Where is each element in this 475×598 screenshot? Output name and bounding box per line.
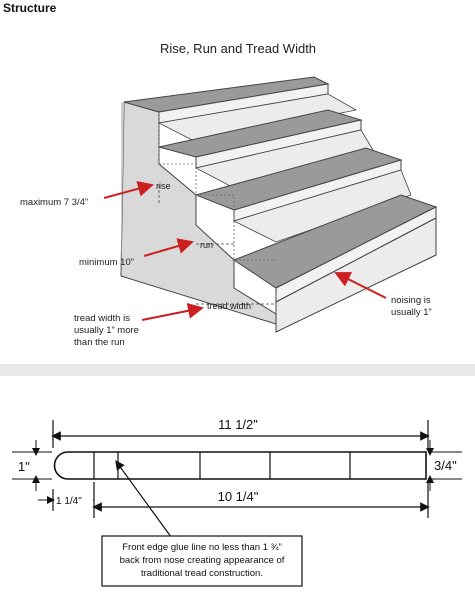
label-nose-offset: 1 1/4" [56, 496, 82, 507]
glue-line-note-box [101, 535, 303, 587]
stairs-diagram-panel: Rise, Run and Tread Width rise run tread… [6, 20, 469, 364]
glue-line-pointer [115, 460, 175, 542]
glue-note-line-2: back from nose creating appearance of [120, 555, 285, 566]
label-run-width: 10 1/4" [218, 489, 259, 504]
note-tread-width-2: usually 1” more [74, 325, 139, 336]
label-overall-width: 11 1/2" [218, 417, 258, 432]
note-nosing-1: noising is [391, 295, 431, 306]
label-tread-width: tread width [207, 301, 251, 311]
riser-4 [275, 217, 437, 333]
note-min-run: minimum 10” [79, 257, 134, 268]
note-nosing-2: usually 1” [391, 307, 432, 318]
arrow-tread-width [141, 302, 204, 321]
section-title: Structure [3, 1, 57, 15]
note-max-rise: maximum 7 3/4” [20, 197, 88, 208]
label-right-thickness: 3/4" [434, 458, 457, 473]
diagram-title: Rise, Run and Tread Width [160, 41, 316, 56]
note-tread-width-1: tread width is [74, 313, 130, 324]
label-run: run [200, 240, 213, 250]
section-header: Structure [0, 0, 475, 18]
arrow-nosing [334, 272, 387, 299]
stairs-diagram: Rise, Run and Tread Width rise run tread… [20, 41, 438, 348]
label-left-thickness: 1" [18, 459, 30, 474]
riser-1 [157, 93, 358, 143]
arrow-run [143, 238, 194, 257]
panel-divider [0, 364, 475, 376]
riser-3 [232, 169, 412, 243]
glue-note-line-3: traditional tread construction. [141, 568, 263, 579]
tread-profile-diagram: 11 1/2" 1" 3/4" 1 1/4" 10 1/4" [12, 417, 462, 587]
glue-note-line-1: Front edge glue line no less than 1 ¾” [122, 542, 282, 553]
tread-profile [53, 451, 427, 480]
tread-profile-panel: 11 1/2" 1" 3/4" 1 1/4" 10 1/4" [6, 376, 469, 593]
arrow-rise [103, 180, 154, 199]
note-tread-width-3: than the run [74, 337, 125, 348]
label-rise: rise [156, 181, 171, 191]
